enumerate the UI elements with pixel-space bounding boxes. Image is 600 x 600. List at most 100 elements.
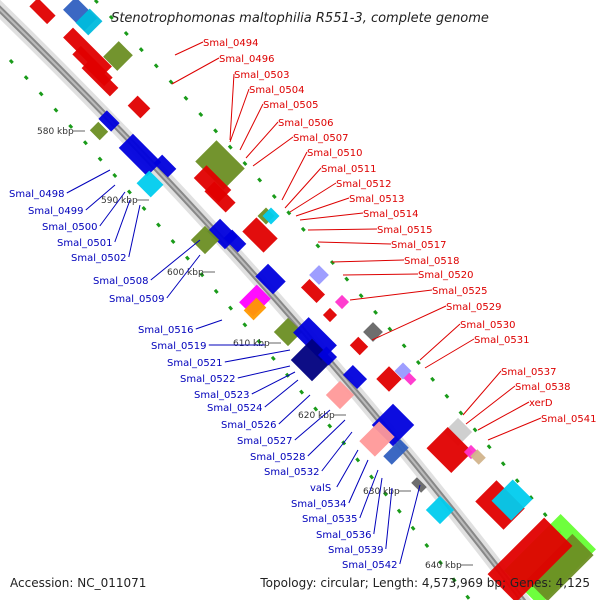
gene-block bbox=[470, 449, 486, 465]
gene-block bbox=[300, 278, 326, 304]
gene-label: Smal_0538 bbox=[515, 382, 570, 393]
gene-block bbox=[98, 110, 120, 132]
gene-label: Smal_0502 bbox=[71, 253, 126, 264]
gene-block bbox=[204, 181, 236, 213]
label-leader-line bbox=[99, 191, 126, 227]
label-leader-line bbox=[342, 273, 419, 276]
label-leader-line bbox=[251, 371, 296, 395]
label-leader-line bbox=[307, 419, 346, 457]
gene-block bbox=[75, 8, 103, 36]
gene-block bbox=[383, 439, 409, 465]
gene-block bbox=[426, 427, 473, 473]
tick-label: 640 kbp bbox=[425, 561, 462, 571]
gene-label: Smal_0500 bbox=[42, 222, 97, 233]
gene-block bbox=[255, 263, 286, 295]
label-leader-line bbox=[294, 409, 331, 441]
gene-features bbox=[29, 0, 596, 600]
accession-text: Accession: NC_011071 bbox=[10, 576, 147, 590]
tick-label: 630 kbp bbox=[363, 487, 400, 497]
label-leader-line bbox=[195, 319, 223, 330]
gene-label: Smal_0535 bbox=[302, 514, 357, 525]
label-leader-line bbox=[349, 289, 433, 301]
gene-label: Smal_0503 bbox=[234, 70, 289, 81]
label-leader-line bbox=[171, 57, 220, 85]
gene-label: Smal_0516 bbox=[138, 325, 193, 336]
gene-block bbox=[153, 154, 177, 178]
label-leader-line bbox=[295, 197, 350, 217]
label-leader-line bbox=[166, 254, 201, 299]
tick-label: 580 kbp bbox=[37, 127, 74, 137]
label-leader-line bbox=[150, 239, 201, 281]
tick-label: 610 kbp bbox=[233, 339, 270, 349]
label-leader-line bbox=[317, 241, 392, 245]
gene-label: Smal_0519 bbox=[151, 341, 206, 352]
label-leader-line bbox=[465, 385, 516, 425]
gene-block bbox=[118, 133, 162, 177]
gene-label: Smal_0542 bbox=[342, 560, 397, 571]
gene-label: Smal_0532 bbox=[264, 467, 319, 478]
label-leader-line bbox=[419, 323, 461, 361]
gene-block bbox=[290, 338, 334, 382]
gene-label: Smal_0506 bbox=[278, 118, 333, 129]
gene-block bbox=[136, 170, 164, 198]
label-leader-line bbox=[264, 379, 299, 408]
track-guides bbox=[8, 0, 572, 600]
label-leader-line bbox=[348, 459, 369, 504]
gene-label: Smal_0505 bbox=[263, 100, 318, 111]
gene-block bbox=[243, 297, 267, 321]
label-leader-line bbox=[424, 338, 475, 369]
label-leader-line bbox=[399, 484, 421, 565]
gene-label: Smal_0499 bbox=[28, 206, 83, 217]
gene-label: Smal_0520 bbox=[418, 270, 473, 281]
gene-label: Smal_0511 bbox=[321, 164, 376, 175]
gene-label: Smal_0514 bbox=[363, 209, 418, 220]
gene-label: Smal_0525 bbox=[432, 286, 487, 297]
gene-block bbox=[89, 121, 109, 141]
tick-label: 590 kbp bbox=[101, 196, 138, 206]
gene-label: Smal_0512 bbox=[336, 179, 391, 190]
label-leader-line bbox=[487, 417, 542, 441]
gene-block bbox=[81, 59, 119, 97]
gene-block bbox=[309, 265, 329, 285]
label-leader-line bbox=[281, 151, 308, 201]
gene-block bbox=[262, 207, 280, 225]
label-leader-line bbox=[385, 487, 393, 550]
label-leader-line bbox=[477, 401, 530, 431]
gene-label: Smal_0521 bbox=[167, 358, 222, 369]
gene-block bbox=[403, 372, 417, 386]
label-leader-line bbox=[224, 349, 291, 363]
gene-label: Smal_0522 bbox=[180, 374, 235, 385]
gene-label: Smal_0518 bbox=[404, 256, 459, 267]
gene-block bbox=[411, 477, 427, 493]
gene-label: Smal_0498 bbox=[9, 189, 64, 200]
genome-backbone bbox=[0, 0, 532, 600]
label-leader-line bbox=[114, 199, 131, 243]
gene-label: Smal_0496 bbox=[219, 54, 274, 65]
label-leader-line bbox=[174, 41, 204, 56]
label-leader-line bbox=[336, 449, 359, 488]
label-leader-line bbox=[359, 469, 379, 519]
gene-label: Smal_0541 bbox=[541, 414, 596, 425]
gene-label: Smal_0531 bbox=[474, 335, 529, 346]
gene-block bbox=[273, 317, 303, 347]
genome-stats-text: Topology: circular; Length: 4,573,969 bp… bbox=[260, 576, 590, 590]
gene-label: Smal_0494 bbox=[203, 38, 258, 49]
gene-block bbox=[349, 336, 369, 356]
gene-label: Smal_0537 bbox=[501, 367, 556, 378]
gene-block bbox=[334, 294, 350, 310]
gene-label: Smal_0508 bbox=[93, 276, 148, 287]
gene-block bbox=[103, 41, 133, 71]
label-leader-line bbox=[299, 212, 364, 221]
gene-block bbox=[195, 140, 245, 190]
gene-label: Smal_0530 bbox=[460, 320, 515, 331]
label-leader-line bbox=[66, 169, 111, 194]
label-leader-line bbox=[239, 103, 264, 151]
gene-label: Smal_0515 bbox=[377, 225, 432, 236]
label-leader-line bbox=[307, 228, 378, 231]
label-leader-line bbox=[462, 370, 502, 416]
gene-label: Smal_0513 bbox=[349, 194, 404, 205]
gene-label: Smal_0504 bbox=[249, 85, 304, 96]
gene-block bbox=[526, 533, 594, 600]
